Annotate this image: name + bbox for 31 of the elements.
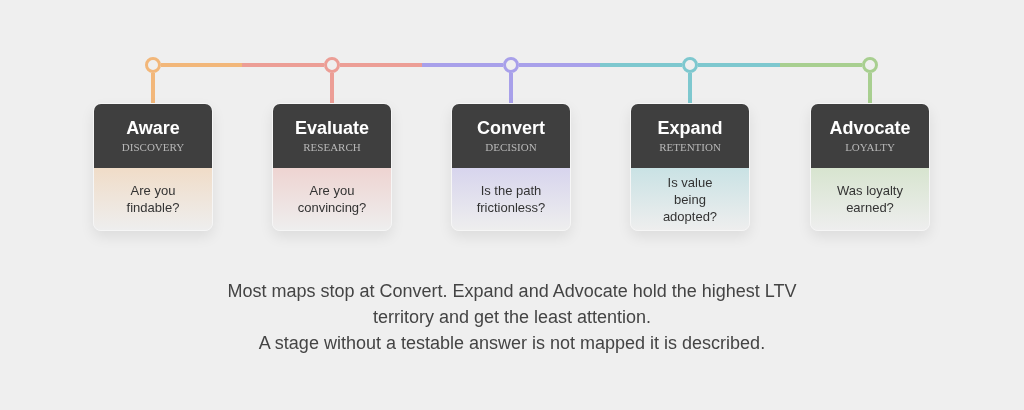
stage-card [630, 103, 750, 231]
connector-line [698, 63, 862, 67]
note-text: Most maps stop at Convert. Expand and Advocate hold the highest LTV territory and get the least attention. [226, 280, 798, 329]
stage-question: Is value being adopted? [661, 173, 719, 225]
note-text: A stage without a testable answer is not mapped it is described. [257, 332, 767, 355]
stage-subtitle: LOYALTY [845, 141, 895, 156]
connector-line [330, 73, 334, 103]
connector-line [161, 63, 324, 67]
stage-subtitle: RESEARCH [303, 141, 361, 156]
stage-question: Are you findable? [125, 182, 181, 216]
connector-line [151, 73, 155, 103]
stage-card [272, 103, 392, 231]
stage-title: Convert [477, 116, 545, 140]
stage-question: Are you convincing? [297, 182, 367, 216]
connector-line [868, 73, 872, 103]
stage-title: Evaluate [294, 116, 369, 140]
stage-title: Expand [657, 116, 723, 140]
connector-line [688, 73, 692, 103]
connector-line [509, 73, 513, 103]
stage-question: Was loyalty earned? [836, 182, 904, 216]
stage-card [451, 103, 571, 231]
stage-title: Advocate [829, 116, 911, 140]
stage-subtitle: DECISION [485, 141, 537, 156]
stage-subtitle: DISCOVERY [121, 141, 185, 156]
stage-subtitle: RETENTION [659, 141, 721, 156]
connector-line [340, 63, 503, 67]
stage-card [93, 103, 213, 231]
stage-question: Is the path frictionless? [476, 182, 546, 216]
connector-line [519, 63, 682, 67]
stage-title: Aware [126, 116, 180, 140]
stage-card [810, 103, 930, 231]
